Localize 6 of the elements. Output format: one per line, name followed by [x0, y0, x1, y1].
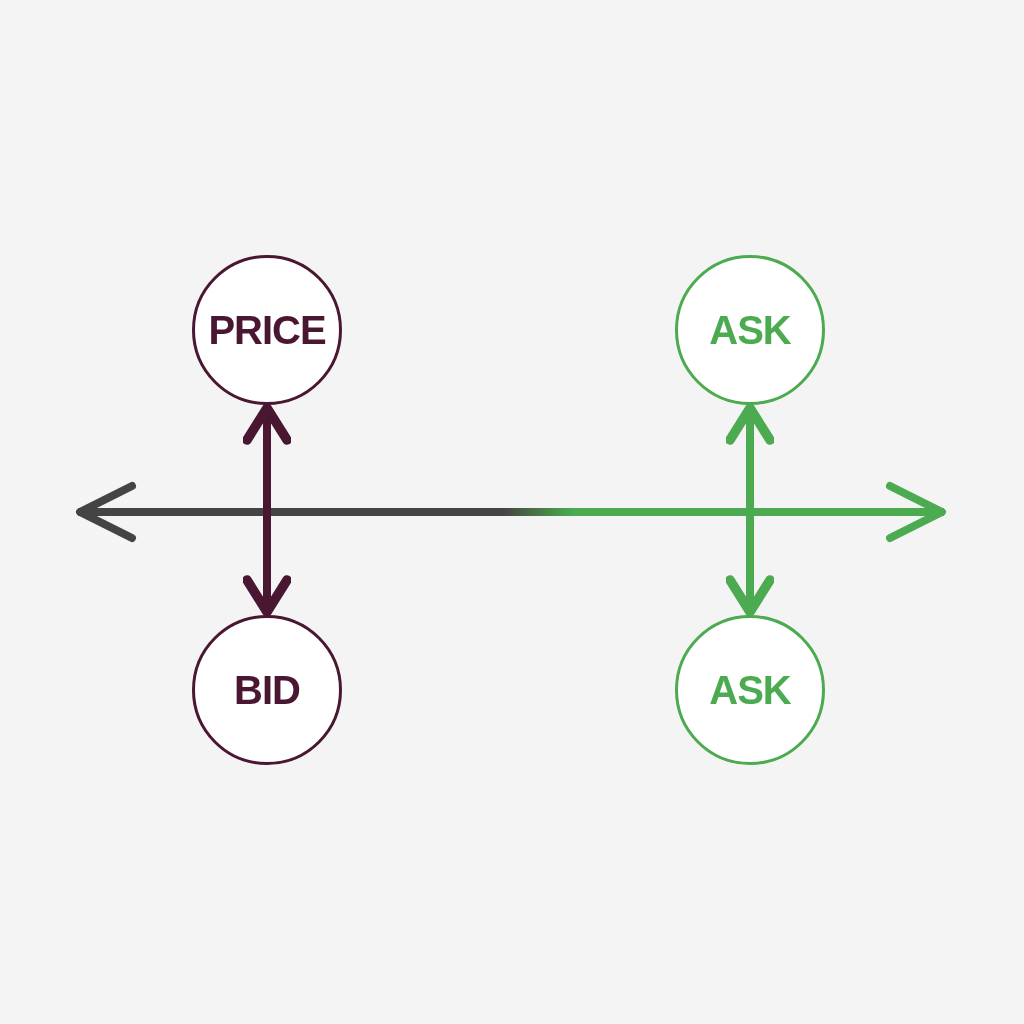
double-arrow	[725, 403, 775, 617]
node-label: BID	[234, 667, 300, 714]
node-label: ASK	[709, 667, 791, 714]
double-arrow	[242, 403, 292, 617]
node-label: PRICE	[208, 307, 326, 354]
node-label: ASK	[709, 307, 791, 354]
